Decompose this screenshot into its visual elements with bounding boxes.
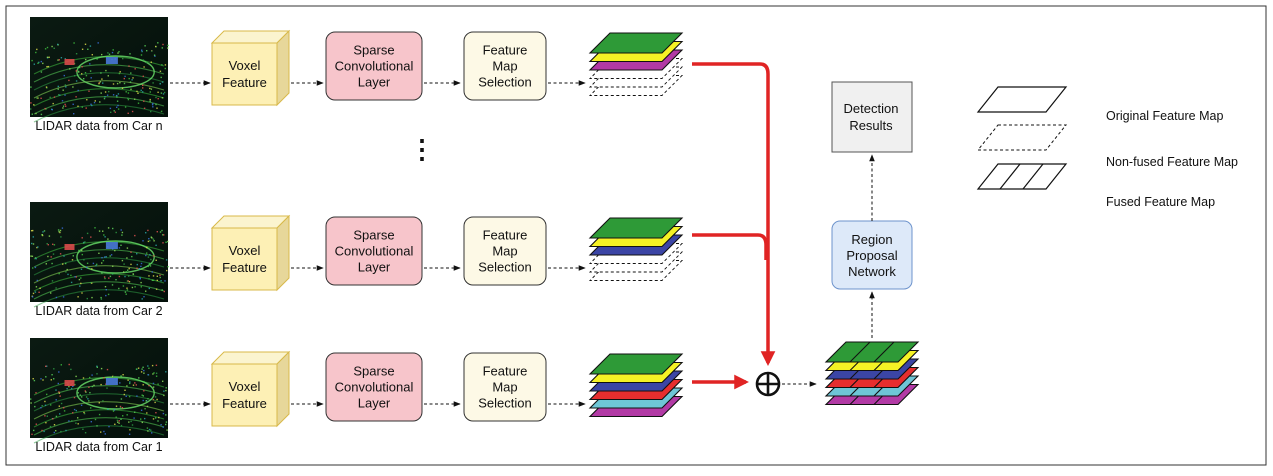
pipelines: LIDAR data from Car nVoxelFeatureSparseC… bbox=[30, 17, 684, 454]
pipeline-row-3: LIDAR data from Car 1VoxelFeatureSparseC… bbox=[30, 338, 684, 454]
lidar-image-bg bbox=[30, 202, 168, 302]
sparse-text-line-3: Layer bbox=[358, 260, 391, 275]
sparse-text-line-3: Layer bbox=[358, 396, 391, 411]
red-arrow-car-n bbox=[692, 62, 776, 366]
detection-results: Detection Results bbox=[831, 81, 913, 153]
fusion-operator bbox=[755, 371, 781, 397]
fused-layer-1 bbox=[824, 341, 920, 363]
legend-fused-label: Fused Feature Map bbox=[1106, 195, 1215, 209]
lidar-image-bg bbox=[30, 17, 168, 117]
voxel-cube-side bbox=[276, 350, 290, 428]
voxel-text-line-1: Voxel bbox=[229, 379, 261, 394]
lidar-image-bg bbox=[30, 338, 168, 438]
detection-box bbox=[831, 81, 913, 153]
rpn-line-3: Network bbox=[848, 264, 896, 279]
voxel-cube-side bbox=[276, 29, 290, 107]
voxel-cube-side bbox=[276, 214, 290, 292]
legend: Original Feature Map Non-fused Feature M… bbox=[976, 86, 1238, 209]
sparse-text-line-3: Layer bbox=[358, 75, 391, 90]
red-arrow-car-2 bbox=[692, 233, 768, 260]
sparse-text-line-2: Convolutional bbox=[335, 244, 414, 259]
feature-layer-1 bbox=[588, 217, 684, 239]
lidar-source-label: LIDAR data from Car 2 bbox=[35, 304, 162, 318]
voxel-text-line-2: Feature bbox=[222, 260, 267, 275]
feature-layer-1 bbox=[588, 353, 684, 375]
pipeline-row-2: LIDAR data from Car 2VoxelFeatureSparseC… bbox=[30, 202, 684, 318]
voxel-text-line-2: Feature bbox=[222, 396, 267, 411]
sparse-conv-box bbox=[325, 352, 423, 422]
selection-text-line-2: Map bbox=[492, 59, 517, 74]
selection-text-line-1: Feature bbox=[483, 228, 528, 243]
voxel-cube-front bbox=[211, 42, 278, 106]
selection-box bbox=[463, 352, 547, 422]
legend-original-label: Original Feature Map bbox=[1106, 109, 1223, 123]
sparse-text-line-1: Sparse bbox=[353, 364, 394, 379]
legend-nonfused-icon bbox=[976, 124, 1068, 151]
region-proposal-network: Region Proposal Network bbox=[831, 220, 913, 290]
selection-box bbox=[463, 31, 547, 101]
sparse-text-line-1: Sparse bbox=[353, 43, 394, 58]
detection-line-1: Detection bbox=[844, 101, 899, 116]
selection-box bbox=[463, 216, 547, 286]
sparse-text-line-1: Sparse bbox=[353, 228, 394, 243]
legend-fused-icon bbox=[976, 163, 1068, 190]
voxel-cube-front bbox=[211, 227, 278, 291]
lidar-image bbox=[30, 202, 169, 308]
legend-nonfused-label: Non-fused Feature Map bbox=[1106, 155, 1238, 169]
feature-map-stack bbox=[588, 32, 684, 96]
selection-text-line-3: Selection bbox=[478, 75, 531, 90]
lidar-source-label: LIDAR data from Car 1 bbox=[35, 440, 162, 454]
ellipsis-dots: ⋮ bbox=[409, 134, 435, 164]
voxel-text-line-2: Feature bbox=[222, 75, 267, 90]
voxel-cube-front bbox=[211, 363, 278, 427]
voxel-cube-top bbox=[210, 215, 291, 229]
feature-layer-1 bbox=[588, 32, 684, 54]
outer-border bbox=[5, 5, 1267, 466]
feature-map-stack bbox=[588, 217, 684, 281]
lidar-source-label: LIDAR data from Car n bbox=[35, 119, 162, 133]
sparse-text-line-2: Convolutional bbox=[335, 59, 414, 74]
lidar-image bbox=[30, 338, 168, 444]
sparse-text-line-2: Convolutional bbox=[335, 380, 414, 395]
selection-text-line-2: Map bbox=[492, 244, 517, 259]
pipeline-row-1: LIDAR data from Car nVoxelFeatureSparseC… bbox=[30, 17, 684, 133]
rpn-line-1: Region bbox=[851, 232, 892, 247]
sparse-conv-box bbox=[325, 216, 423, 286]
fused-feature-stack bbox=[824, 341, 920, 406]
selection-text-line-3: Selection bbox=[478, 396, 531, 411]
voxel-cube-top bbox=[210, 351, 291, 365]
voxel-text-line-1: Voxel bbox=[229, 58, 261, 73]
selection-text-line-2: Map bbox=[492, 380, 517, 395]
sparse-conv-box bbox=[325, 31, 423, 101]
rpn-line-2: Proposal bbox=[846, 248, 897, 263]
legend-original-icon bbox=[976, 86, 1068, 113]
lidar-image bbox=[30, 17, 169, 123]
voxel-cube-top bbox=[210, 30, 291, 44]
detection-line-2: Results bbox=[849, 118, 893, 133]
selection-text-line-1: Feature bbox=[483, 43, 528, 58]
selection-text-line-3: Selection bbox=[478, 260, 531, 275]
selection-text-line-1: Feature bbox=[483, 364, 528, 379]
feature-map-stack bbox=[588, 353, 684, 418]
voxel-text-line-1: Voxel bbox=[229, 243, 261, 258]
